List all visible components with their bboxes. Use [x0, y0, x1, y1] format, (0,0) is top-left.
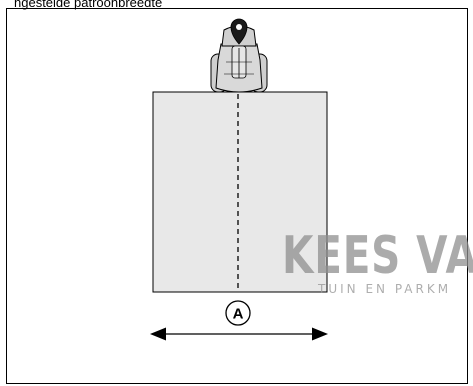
mowing-lane: [152, 91, 328, 293]
watermark: KEES VAN TUIN EN PARKM: [282, 226, 473, 306]
caption-text: ngestelde patroonbreedte: [14, 0, 163, 10]
figure-frame: [6, 8, 468, 384]
location-pin-icon: [230, 18, 248, 45]
robotic-mower-icon: [210, 25, 268, 93]
width-marker-label: A: [233, 306, 244, 323]
width-marker-a: A: [225, 300, 251, 326]
watermark-sub-text: TUIN EN PARKM: [318, 282, 452, 296]
watermark-main-text: KEES VAN: [282, 226, 473, 286]
width-double-arrow: [150, 327, 328, 341]
